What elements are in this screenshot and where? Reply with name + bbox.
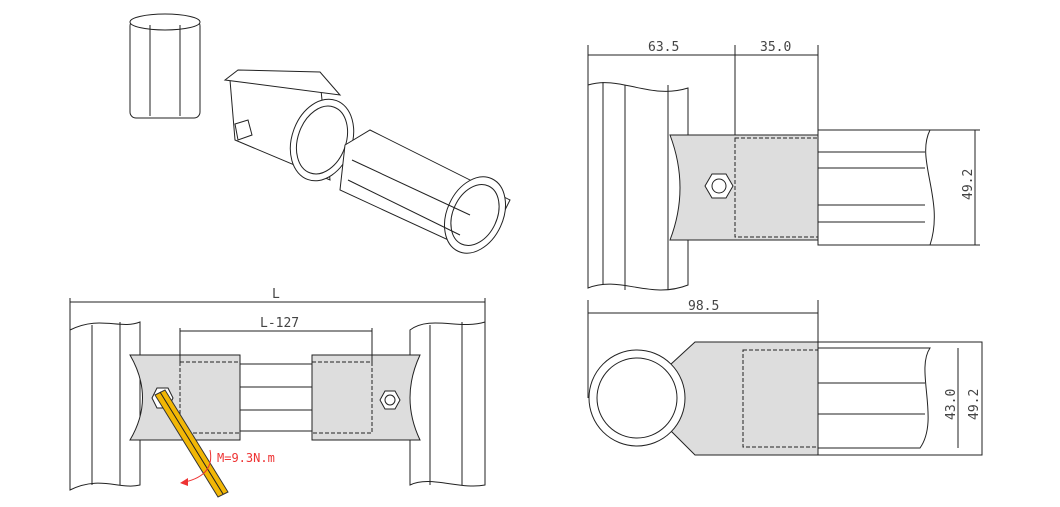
bottom-left-view: M=9.3N.m L L-127	[69, 287, 486, 498]
isometric-connector	[223, 69, 355, 182]
isometric-sleeve	[129, 13, 201, 119]
dim-L: L	[272, 287, 280, 302]
dim-L-127: L-127	[260, 316, 299, 331]
dim-49-2-top: 49.2	[961, 169, 976, 200]
isometric-tube	[339, 129, 511, 254]
torque-label: M=9.3N.m	[217, 451, 275, 465]
bottom-right-view: 98.5 43.0 49.2	[587, 299, 983, 456]
top-right-view: 63.5 35.0 49.2	[587, 40, 980, 291]
dim-35-0: 35.0	[760, 40, 791, 55]
dim-63-5: 63.5	[648, 40, 679, 55]
dim-43-0: 43.0	[944, 389, 959, 420]
dim-98-5: 98.5	[688, 299, 719, 314]
dim-49-2-bottom: 49.2	[967, 389, 982, 420]
